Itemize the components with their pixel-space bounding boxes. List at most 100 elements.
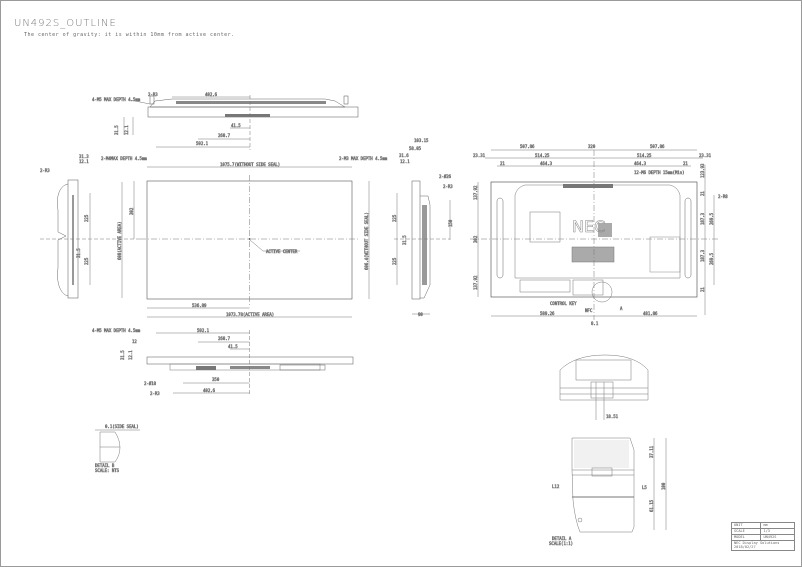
detail-a: L12 L5 37.11 61.15 100 DETAIL A SCALE(1:… (549, 437, 667, 546)
svg-text:41.5: 41.5 (228, 344, 238, 349)
svg-text:302: 302 (473, 235, 478, 243)
svg-text:A: A (620, 306, 623, 311)
svg-text:21: 21 (700, 287, 705, 292)
svg-text:320: 320 (588, 144, 596, 149)
top-view: 402.6 4-M5 MAX DEPTH 4.5mm 2-R3 41.5 268… (92, 92, 359, 150)
svg-text:2-R3: 2-R3 (443, 184, 453, 189)
svg-text:103.15: 103.15 (414, 138, 429, 143)
svg-text:2-R3: 2-R3 (150, 391, 160, 396)
svg-text:100: 100 (661, 482, 666, 490)
svg-text:225: 225 (84, 214, 89, 222)
svg-text:1075.7(WITHOUT SIDE SEAL): 1075.7(WITHOUT SIDE SEAL) (220, 162, 280, 167)
detail-nfc: 18.51 (559, 354, 649, 420)
svg-text:21: 21 (683, 161, 688, 166)
svg-text:DETAIL A: DETAIL A (552, 536, 572, 541)
svg-text:8.1: 8.1 (591, 321, 599, 326)
svg-text:90: 90 (418, 312, 423, 317)
svg-text:SCALE: NTS: SCALE: NTS (95, 468, 120, 473)
svg-text:123.93: 123.93 (700, 163, 705, 178)
svg-text:ACTIVE CENTER: ACTIVE CENTER (266, 249, 298, 254)
drawing-title: UN492S_OUTLINE (14, 18, 117, 29)
svg-text:592.1: 592.1 (197, 328, 210, 333)
svg-text:507.86: 507.86 (650, 144, 665, 149)
svg-text:12: 12 (132, 339, 137, 344)
svg-text:31.5: 31.5 (402, 235, 407, 245)
svg-text:481.86: 481.86 (643, 311, 658, 316)
svg-text:402.6: 402.6 (205, 92, 218, 97)
svg-text:DETAIL B: DETAIL B (95, 463, 115, 468)
svg-text:514.25: 514.25 (637, 153, 652, 158)
svg-text:L12: L12 (552, 484, 560, 489)
svg-text:514.25: 514.25 (535, 153, 550, 158)
svg-text:41.5: 41.5 (231, 123, 241, 128)
rear-view: NEC 507.86 320 507.86 23.31 514.25 514.2… (470, 144, 728, 326)
tb-date: 2018/02/27 (734, 545, 756, 549)
svg-text:12.1: 12.1 (128, 350, 133, 360)
svg-text:269.5: 269.5 (709, 252, 714, 265)
svg-text:31.3: 31.3 (79, 154, 89, 159)
svg-text:2-R3: 2-R3 (40, 168, 50, 173)
tb-company: NEC Display Solutions (734, 541, 780, 545)
svg-text:4-M5 MAX DEPTH 4.5mm: 4-M5 MAX DEPTH 4.5mm (92, 97, 141, 102)
svg-text:507.86: 507.86 (520, 144, 535, 149)
svg-text:268.7: 268.7 (218, 336, 231, 341)
svg-text:606.4(WITHOUT SIDE SEAL): 606.4(WITHOUT SIDE SEAL) (364, 212, 369, 270)
svg-text:536.89: 536.89 (192, 303, 207, 308)
drawing-note: The center of gravity: it is within 10mm… (24, 32, 235, 38)
svg-text:12.1: 12.1 (400, 159, 410, 164)
svg-text:31.6: 31.6 (399, 153, 409, 158)
svg-text:12-M6 DEPTH 15mm(Min): 12-M6 DEPTH 15mm(Min) (634, 170, 685, 175)
svg-text:0.1(SIDE SEAL): 0.1(SIDE SEAL) (105, 424, 139, 429)
svg-text:58.05: 58.05 (409, 146, 422, 151)
svg-text:NEC: NEC (572, 217, 605, 236)
svg-text:225: 225 (392, 257, 397, 265)
svg-text:31.5: 31.5 (76, 248, 81, 258)
svg-text:592.1: 592.1 (196, 141, 209, 146)
svg-text:608(ACTIVE AREA): 608(ACTIVE AREA) (117, 221, 122, 260)
svg-text:225: 225 (84, 257, 89, 265)
svg-text:31.5: 31.5 (114, 125, 119, 135)
svg-text:2-M4MAX DEPTH 4.5mm: 2-M4MAX DEPTH 4.5mm (101, 156, 147, 161)
svg-text:187.3: 187.3 (700, 212, 705, 225)
svg-text:464.3: 464.3 (634, 161, 647, 166)
svg-text:61.15: 61.15 (649, 499, 654, 512)
svg-text:21: 21 (500, 161, 505, 166)
svg-text:225: 225 (392, 214, 397, 222)
svg-text:23.31: 23.31 (699, 153, 712, 158)
svg-text:18.51: 18.51 (606, 414, 619, 419)
svg-text:268.7: 268.7 (218, 133, 231, 138)
svg-text:302: 302 (129, 207, 134, 215)
svg-text:2-Ø18: 2-Ø18 (144, 381, 157, 386)
svg-text:31.5: 31.5 (120, 350, 125, 360)
svg-text:187.3: 187.3 (700, 249, 705, 262)
svg-text:2-M3 MAX DEPTH 4.5mm: 2-M3 MAX DEPTH 4.5mm (339, 156, 388, 161)
svg-text:464.3: 464.3 (540, 161, 553, 166)
svg-text:12.1: 12.1 (124, 125, 129, 135)
front-view: ACTIVE CENTER 1075.7(WITHOUT SIDE SEAL) … (129, 156, 388, 318)
svg-text:269.5: 269.5 (709, 212, 714, 225)
left-side-view: 225 225 31.5 2-R3 31.3 12.1 2-M4MAX DEPT… (40, 154, 148, 299)
svg-text:12.1: 12.1 (79, 159, 89, 164)
svg-text:137.92: 137.92 (473, 185, 478, 200)
svg-text:2-R3: 2-R3 (148, 92, 158, 97)
svg-text:NFC: NFC (585, 308, 593, 313)
svg-text:150: 150 (448, 219, 453, 227)
svg-text:23.31: 23.31 (473, 153, 486, 158)
svg-text:CONTROL KEY: CONTROL KEY (550, 301, 577, 306)
bottom-view: 592.1 268.7 41.5 4-M5 MAX DEPTH 4.5mm 12… (92, 328, 354, 396)
svg-text:SCALE(1:1): SCALE(1:1) (549, 541, 573, 546)
svg-text:L5: L5 (642, 485, 647, 490)
svg-text:589.26: 589.26 (540, 311, 555, 316)
right-side-view: 225 225 31.5 150 103.15 58.05 31.6 12.1 … (392, 138, 454, 318)
detail-b: 0.1(SIDE SEAL) DETAIL B SCALE: NTS (95, 424, 140, 473)
svg-text:402.6: 402.6 (203, 388, 216, 393)
svg-text:2-Ø26: 2-Ø26 (439, 174, 452, 179)
svg-text:37.11: 37.11 (649, 445, 654, 458)
svg-text:350: 350 (212, 377, 220, 382)
svg-text:1073.78(ACTIVE AREA): 1073.78(ACTIVE AREA) (226, 312, 274, 317)
svg-text:21: 21 (700, 191, 705, 196)
svg-text:137.92: 137.92 (473, 275, 478, 290)
